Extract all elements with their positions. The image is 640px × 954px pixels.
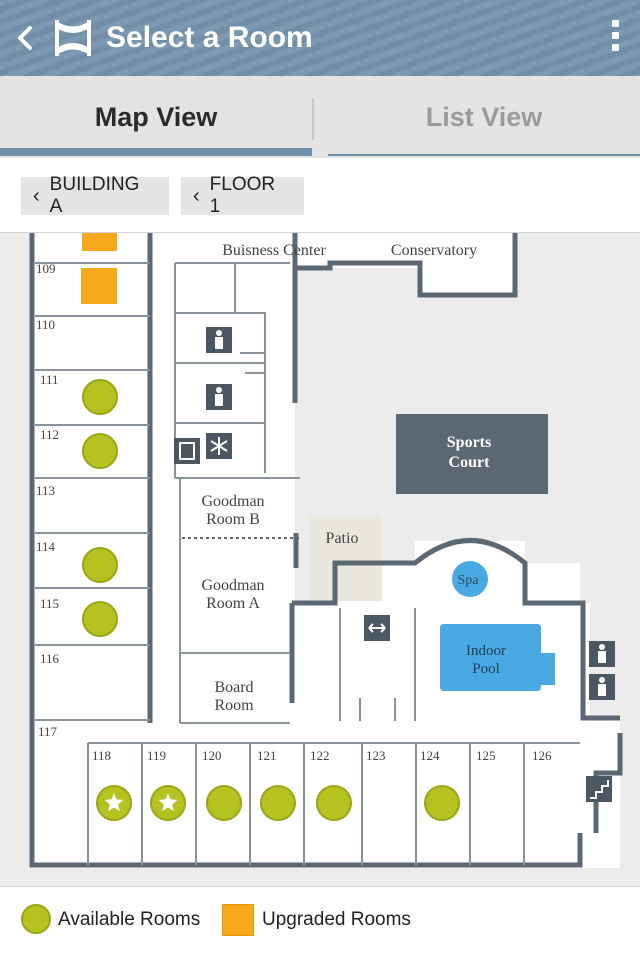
sports-court-label-1: Sports bbox=[447, 434, 491, 451]
room-label-124: 124 bbox=[420, 748, 440, 763]
star-icon bbox=[104, 793, 124, 812]
restroom-icon bbox=[206, 327, 232, 353]
restroom-icon bbox=[589, 674, 615, 700]
board-room-label-2: Room bbox=[214, 697, 254, 714]
pool-label-1: Indoor bbox=[466, 643, 506, 659]
building-breadcrumb-button[interactable]: ‹ BUILDING A bbox=[21, 174, 169, 217]
business-center-label: Buisness Center bbox=[222, 242, 326, 259]
available-room-124[interactable] bbox=[424, 785, 460, 821]
available-room-112[interactable] bbox=[82, 433, 118, 469]
room-label-118: 118 bbox=[92, 748, 111, 763]
breadcrumb: ‹ BUILDING A ‹ FLOOR 1 bbox=[0, 158, 640, 233]
room-label-110: 110 bbox=[36, 317, 55, 332]
view-tabs: Map View List View bbox=[0, 76, 640, 158]
floor-breadcrumb-button[interactable]: ‹ FLOOR 1 bbox=[181, 174, 304, 217]
vending-machine-icon bbox=[174, 438, 200, 464]
room-label-115: 115 bbox=[40, 596, 59, 611]
room-label-119: 119 bbox=[147, 748, 166, 763]
sports-court[interactable] bbox=[396, 414, 548, 494]
goodman-a-label-1: Goodman bbox=[201, 577, 264, 594]
ice-machine-icon bbox=[206, 433, 232, 459]
available-room-121[interactable] bbox=[260, 785, 296, 821]
patio-label: Patio bbox=[326, 530, 359, 547]
chevron-left-icon: ‹ bbox=[193, 184, 200, 207]
available-rooms-legend-label: Available Rooms bbox=[58, 909, 201, 930]
room-label-120: 120 bbox=[202, 748, 222, 763]
elevator-icon bbox=[364, 615, 390, 641]
inner-walls bbox=[35, 262, 580, 865]
walls bbox=[29, 233, 623, 868]
goodman-b-label-1: Goodman bbox=[201, 493, 264, 510]
goodman-a-label-2: Room A bbox=[206, 595, 260, 612]
tab-divider bbox=[312, 98, 314, 140]
room-label-113: 113 bbox=[36, 483, 55, 498]
room-label-114: 114 bbox=[36, 539, 56, 554]
tab-map-view[interactable]: Map View bbox=[94, 101, 218, 132]
tab-list-view[interactable]: List View bbox=[425, 101, 543, 132]
active-tab-indicator bbox=[0, 148, 312, 156]
app-bar: Select a Room bbox=[0, 0, 640, 76]
room-number-labels: 109 110 111 112 113 114 115 116 117 118 … bbox=[36, 261, 552, 763]
available-room-111[interactable] bbox=[82, 379, 118, 415]
sports-court-label-2: Court bbox=[449, 454, 491, 471]
room-label-117: 117 bbox=[38, 724, 58, 739]
floor-plan-svg: 109 110 111 112 113 114 115 116 117 118 … bbox=[29, 233, 623, 868]
room-label-125: 125 bbox=[476, 748, 496, 763]
area-labels: Buisness Center Conservatory Goodman Roo… bbox=[201, 242, 477, 714]
restroom-icon bbox=[206, 384, 232, 410]
page-title: Select a Room bbox=[106, 21, 313, 54]
chevron-left-icon[interactable] bbox=[10, 20, 40, 56]
room-label-122: 122 bbox=[310, 748, 330, 763]
building-label: BUILDING A bbox=[49, 174, 140, 217]
board-room-label-1: Board bbox=[214, 679, 253, 696]
upgraded-rooms-legend-label: Upgraded Rooms bbox=[262, 909, 411, 930]
building-floor bbox=[30, 233, 620, 868]
conservatory-label: Conservatory bbox=[391, 242, 477, 259]
stairs-icon bbox=[586, 776, 612, 802]
goodman-b-label-2: Room B bbox=[206, 511, 260, 528]
spa-area[interactable] bbox=[452, 561, 488, 597]
available-room-122[interactable] bbox=[316, 785, 352, 821]
available-room-markers bbox=[82, 379, 460, 821]
legend bbox=[0, 886, 640, 954]
tab-underline bbox=[328, 154, 640, 156]
room-label-121: 121 bbox=[257, 748, 277, 763]
room-label-111: 111 bbox=[40, 372, 59, 387]
chevron-left-icon: ‹ bbox=[33, 184, 40, 207]
restroom-icon bbox=[589, 641, 615, 667]
star-icon bbox=[158, 793, 178, 812]
overflow-menu-icon[interactable] bbox=[608, 20, 622, 56]
room-label-116: 116 bbox=[40, 651, 60, 666]
available-room-120[interactable] bbox=[206, 785, 242, 821]
room-label-126: 126 bbox=[532, 748, 552, 763]
room-label-112: 112 bbox=[40, 427, 59, 442]
indoor-pool[interactable] bbox=[440, 624, 555, 691]
pool-label-2: Pool bbox=[472, 661, 500, 677]
room-label-109: 109 bbox=[36, 261, 56, 276]
upgraded-room-109[interactable] bbox=[81, 268, 117, 304]
room-label-123: 123 bbox=[366, 748, 386, 763]
floor-map[interactable]: 109 110 111 112 113 114 115 116 117 118 … bbox=[0, 233, 640, 886]
spa-label: Spa bbox=[458, 573, 480, 588]
available-room-114[interactable] bbox=[82, 547, 118, 583]
upgraded-rooms-swatch bbox=[222, 904, 254, 936]
upgraded-room-marker[interactable] bbox=[82, 233, 117, 251]
available-room-115[interactable] bbox=[82, 601, 118, 637]
floor-label: FLOOR 1 bbox=[209, 174, 276, 217]
hotel-logo-icon bbox=[55, 20, 91, 56]
available-rooms-swatch bbox=[21, 904, 51, 934]
